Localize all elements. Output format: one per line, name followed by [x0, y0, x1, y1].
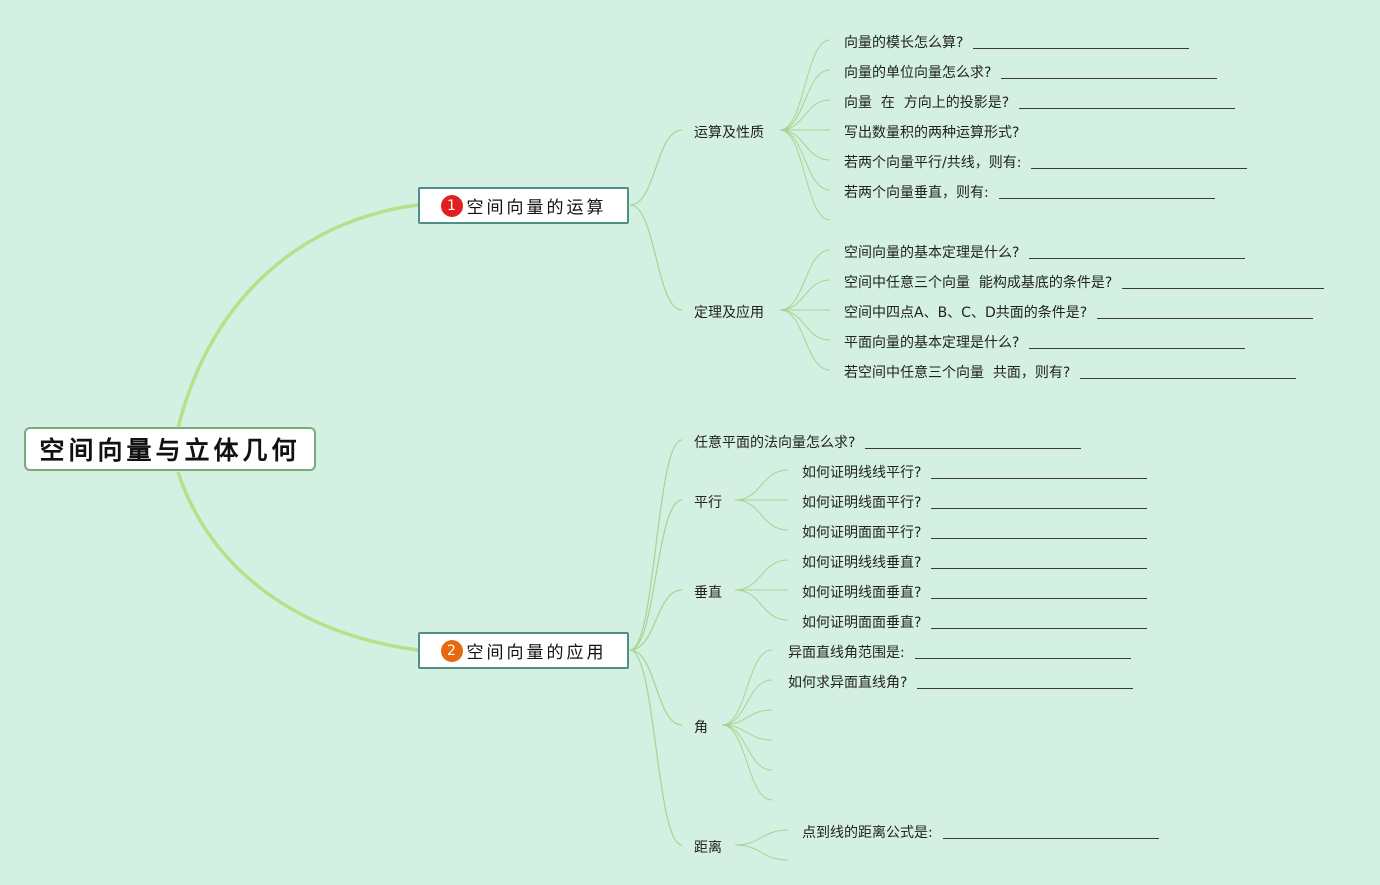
- answer-blank[interactable]: [1029, 258, 1246, 259]
- topic-vector-applications[interactable]: 2 空间向量的应用: [418, 632, 629, 669]
- question-unit-vector[interactable]: 向量的单位向量怎么求?: [844, 62, 1218, 82]
- question-dot-product-forms[interactable]: 写出数量积的两种运算形式?: [844, 125, 1020, 141]
- link-app-sub: [629, 439, 683, 651]
- link-leaf: [779, 129, 831, 191]
- link-leaf: [779, 129, 831, 161]
- link-leaf: [779, 249, 831, 311]
- answer-blank[interactable]: [1029, 348, 1246, 349]
- root-topic-label: 空间向量与立体几何: [39, 436, 301, 465]
- link-leaf: [721, 649, 773, 726]
- question-space-basic-theorem[interactable]: 空间向量的基本定理是什么?: [844, 242, 1246, 262]
- link-leaf: [779, 99, 831, 131]
- link-leaf: [779, 129, 831, 221]
- root-link-operations: [176, 203, 419, 429]
- link-ops-properties: [629, 129, 683, 206]
- subtopic-angle[interactable]: 角: [694, 720, 708, 736]
- answer-blank[interactable]: [1019, 108, 1236, 109]
- question-basis-condition[interactable]: 空间中任意三个向量 能构成基底的条件是?: [844, 272, 1325, 292]
- root-topic[interactable]: 空间向量与立体几何: [24, 427, 316, 471]
- topic-vector-operations[interactable]: 1 空间向量的运算: [418, 187, 629, 224]
- question-plane-basic-theorem[interactable]: 平面向量的基本定理是什么?: [844, 332, 1246, 352]
- answer-blank[interactable]: [1031, 168, 1248, 169]
- question-coplanar-points[interactable]: 空间中四点A、B、C、D共面的条件是?: [844, 302, 1314, 322]
- link-leaf: [721, 724, 773, 771]
- link-leaf: [734, 559, 789, 591]
- question-line-line-perpendicular[interactable]: 如何证明线线垂直?: [802, 552, 1148, 572]
- answer-blank[interactable]: [1001, 78, 1218, 79]
- question-point-line-distance[interactable]: 点到线的距离公式是:: [802, 822, 1159, 842]
- answer-blank[interactable]: [1080, 378, 1297, 379]
- question-skew-angle-range[interactable]: 异面直线角范围是:: [788, 642, 1131, 662]
- number-badge-icon: 2: [440, 639, 463, 662]
- answer-blank[interactable]: [931, 538, 1148, 539]
- link-leaf: [734, 469, 789, 501]
- subtopic-perpendicular[interactable]: 垂直: [694, 585, 722, 601]
- subtopic-operations-properties[interactable]: 运算及性质: [694, 125, 764, 141]
- link-app-sub: [629, 499, 683, 651]
- subtopic-theorems-applications[interactable]: 定理及应用: [694, 305, 764, 321]
- subtopic-normal-vector[interactable]: 任意平面的法向量怎么求?: [694, 432, 1082, 452]
- answer-blank[interactable]: [931, 478, 1148, 479]
- link-leaf: [779, 309, 831, 371]
- answer-blank[interactable]: [1097, 318, 1314, 319]
- question-plane-plane-perpendicular[interactable]: 如何证明面面垂直?: [802, 612, 1148, 632]
- link-leaf: [721, 679, 773, 726]
- link-leaf: [734, 844, 789, 861]
- link-leaf: [734, 589, 789, 621]
- link-leaf: [721, 724, 773, 741]
- link-leaf: [721, 709, 773, 726]
- link-leaf: [734, 499, 789, 531]
- answer-blank[interactable]: [931, 628, 1148, 629]
- link-app-sub: [629, 649, 683, 726]
- answer-blank[interactable]: [917, 688, 1134, 689]
- link-leaf: [779, 69, 831, 131]
- root-link-applications: [176, 471, 419, 652]
- answer-blank[interactable]: [942, 838, 1159, 839]
- question-perpendicular[interactable]: 若两个向量垂直，则有:: [844, 182, 1215, 202]
- link-leaf: [779, 309, 831, 341]
- topic-label: 空间向量的运算: [466, 198, 607, 218]
- question-projection[interactable]: 向量 在 方向上的投影是?: [844, 92, 1236, 112]
- answer-blank[interactable]: [931, 568, 1148, 569]
- answer-blank[interactable]: [931, 508, 1148, 509]
- link-leaf: [779, 279, 831, 311]
- answer-blank[interactable]: [914, 658, 1131, 659]
- question-skew-angle-method[interactable]: 如何求异面直线角?: [788, 672, 1134, 692]
- topic-label: 空间向量的应用: [466, 643, 607, 663]
- question-parallel-collinear[interactable]: 若两个向量平行/共线，则有:: [844, 152, 1248, 172]
- link-leaf: [779, 39, 831, 131]
- link-ops-theorems: [629, 204, 683, 311]
- answer-blank[interactable]: [998, 198, 1215, 199]
- subtopic-parallel[interactable]: 平行: [694, 495, 722, 511]
- question-coplanar-vectors[interactable]: 若空间中任意三个向量 共面，则有?: [844, 362, 1297, 382]
- question-line-plane-perpendicular[interactable]: 如何证明线面垂直?: [802, 582, 1148, 602]
- number-badge-icon: 1: [440, 194, 463, 217]
- answer-blank[interactable]: [1122, 288, 1325, 289]
- link-app-sub: [629, 589, 683, 651]
- answer-blank[interactable]: [865, 448, 1082, 449]
- answer-blank[interactable]: [973, 48, 1190, 49]
- link-leaf: [734, 829, 789, 846]
- link-app-sub: [629, 649, 683, 846]
- question-line-plane-parallel[interactable]: 如何证明线面平行?: [802, 492, 1148, 512]
- link-leaf: [721, 724, 773, 801]
- question-magnitude[interactable]: 向量的模长怎么算?: [844, 32, 1190, 52]
- subtopic-distance[interactable]: 距离: [694, 840, 722, 856]
- answer-blank[interactable]: [931, 598, 1148, 599]
- question-plane-plane-parallel[interactable]: 如何证明面面平行?: [802, 522, 1148, 542]
- question-line-line-parallel[interactable]: 如何证明线线平行?: [802, 462, 1148, 482]
